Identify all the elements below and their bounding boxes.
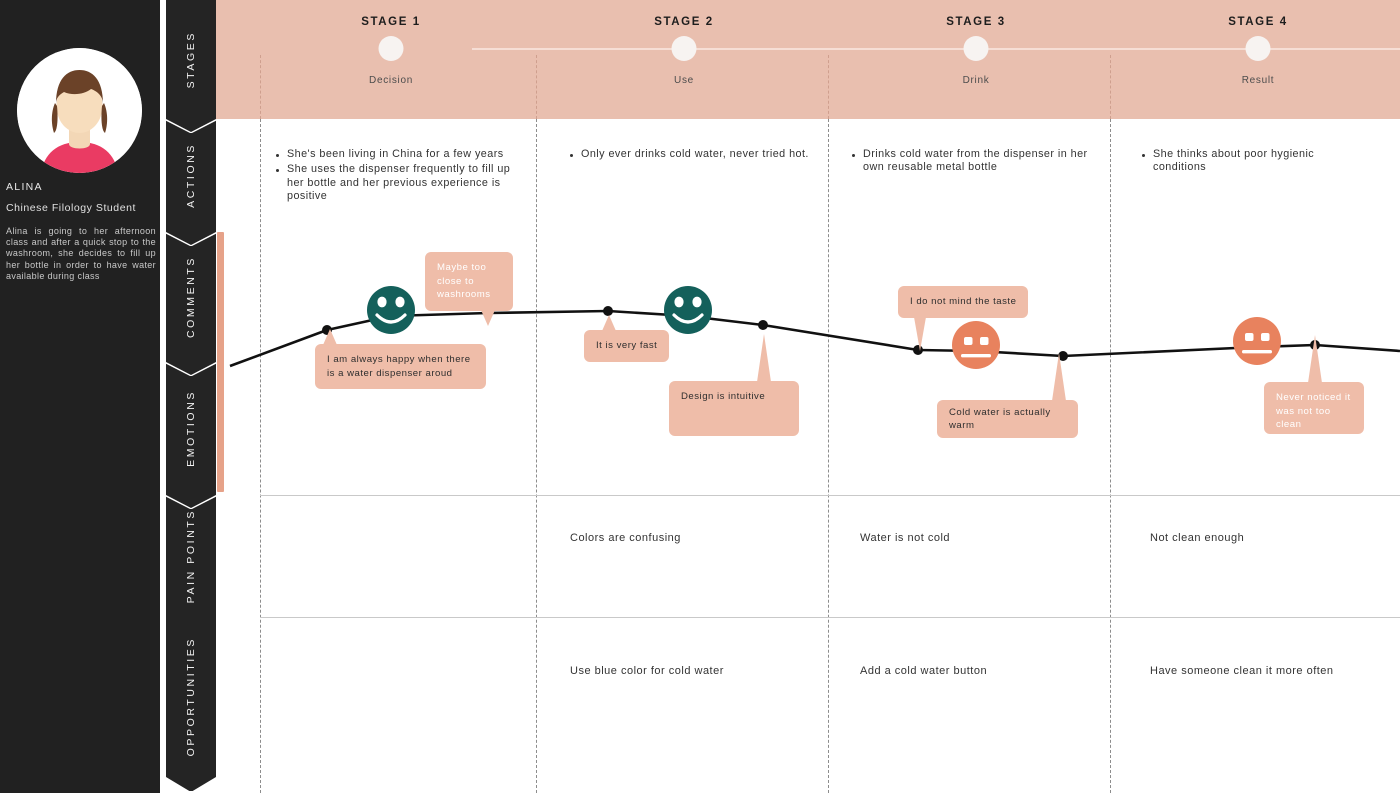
row-divider-opportunities [260, 617, 1400, 618]
action-bullet: She's been living in China for a few yea… [276, 148, 526, 161]
column-divider-start [260, 119, 261, 793]
happy-face-icon [664, 286, 712, 334]
stage-marker-4[interactable] [1245, 36, 1271, 61]
persona-panel: ALINA Chinese Filology Student Alina is … [0, 0, 160, 793]
happy-face-icon [367, 286, 415, 334]
comment-bubble-design-intuitive[interactable]: Design is intuitive [669, 334, 799, 436]
row-label-pain-points[interactable]: PAIN POINTS [166, 495, 216, 617]
persona-name: ALINA [6, 181, 43, 193]
comment-bubble-always-happy[interactable]: I am always happy when there is a water … [315, 329, 486, 389]
column-divider-3-band [1110, 55, 1111, 119]
action-bullet: She uses the dispenser frequently to fil… [276, 163, 526, 203]
row-label-comments[interactable]: COMMENTS [166, 232, 216, 362]
stage-title-4: STAGE 4 [1228, 16, 1288, 28]
stages-header-band: STAGE 1 Decision STAGE 2 Use STAGE 3 Dri… [216, 0, 1400, 119]
row-label-stages[interactable]: STAGES [166, 0, 216, 119]
column-divider-start-band [260, 55, 261, 119]
pain-point-stage-4: Not clean enough [1150, 532, 1245, 544]
column-divider-2-band [828, 55, 829, 119]
avatar [17, 48, 142, 173]
action-bullet: She thinks about poor hygienic condition… [1142, 148, 1357, 175]
persona-role: Chinese Filology Student [6, 202, 136, 214]
pain-point-stage-2: Colors are confusing [570, 532, 681, 544]
bubble-tail [602, 315, 616, 331]
stage-subtitle-4: Result [1241, 75, 1275, 86]
user-avatar-illustration [17, 48, 142, 173]
bubble-tail [914, 316, 926, 351]
stage-marker-3[interactable] [963, 36, 989, 61]
row-label-opportunities[interactable]: OPPORTUNITIES [166, 617, 216, 777]
bubble-tail [757, 334, 771, 382]
comments-emotions-accent-bar [217, 232, 224, 492]
bubble-tail [1052, 353, 1066, 401]
opportunity-stage-2: Use blue color for cold water [570, 665, 724, 677]
stage-marker-2[interactable] [671, 36, 697, 61]
comment-bubble-never-noticed[interactable]: Never noticed it was not too clean [1264, 335, 1364, 434]
stage-title-1: STAGE 1 [361, 16, 421, 28]
row-label-emotions[interactable]: EMOTIONS [166, 362, 216, 495]
comment-bubble-very-fast[interactable]: It is very fast [584, 315, 670, 362]
pain-point-stage-3: Water is not cold [860, 532, 951, 544]
emotion-point [603, 306, 613, 316]
action-bullet: Only ever drinks cold water, never tried… [570, 148, 820, 161]
column-divider-1-band [536, 55, 537, 119]
chevron-down-end-icon [166, 777, 216, 791]
comment-bubble-do-not-mind-taste[interactable]: I do not mind the taste [898, 286, 1029, 351]
neutral-face-icon [1233, 317, 1281, 365]
actions-cell-stage-2: Only ever drinks cold water, never tried… [570, 148, 820, 161]
action-bullet: Drinks cold water from the dispenser in … [852, 148, 1102, 175]
opportunity-stage-3: Add a cold water button [860, 665, 988, 677]
column-divider-1 [536, 119, 537, 793]
comment-bubble-cold-water-warm[interactable]: Cold water is actually warm [937, 353, 1078, 438]
stage-title-3: STAGE 3 [946, 16, 1006, 28]
column-divider-2 [828, 119, 829, 793]
stage-marker-1[interactable] [378, 36, 404, 61]
stage-subtitle-1: Decision [369, 75, 413, 86]
stage-subtitle-3: Drink [962, 75, 990, 86]
neutral-face-icon [952, 321, 1000, 369]
stage-timeline-rule [472, 48, 1400, 50]
stage-subtitle-2: Use [674, 75, 694, 86]
actions-cell-stage-1: She's been living in China for a few yea… [276, 148, 526, 204]
row-divider-pain-points [260, 495, 1400, 496]
stage-title-2: STAGE 2 [654, 16, 714, 28]
actions-cell-stage-4: She thinks about poor hygienic condition… [1142, 148, 1357, 175]
row-label-actions[interactable]: ACTIONS [166, 119, 216, 232]
row-label-rail: STAGES ACTIONS COMMENTS EMOTIONS PAIN PO… [166, 0, 216, 793]
opportunity-stage-4: Have someone clean it more often [1150, 665, 1334, 677]
emotion-point [758, 320, 768, 330]
bubble-tail [1308, 335, 1322, 383]
actions-cell-stage-3: Drinks cold water from the dispenser in … [852, 148, 1102, 175]
column-divider-3 [1110, 119, 1111, 793]
bubble-tail [323, 329, 337, 345]
bubble-tail [481, 309, 495, 326]
comment-bubble-maybe-too-close[interactable]: Maybe too close to washrooms [425, 252, 513, 326]
persona-bio: Alina is going to her afternoon class an… [6, 226, 156, 281]
